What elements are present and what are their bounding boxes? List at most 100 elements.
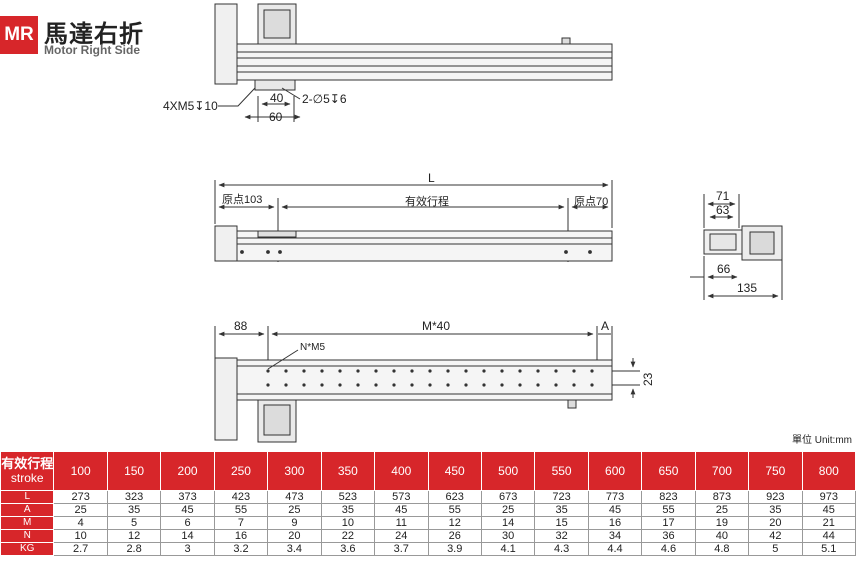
mounting-hole — [284, 383, 288, 387]
row-label: A — [0, 503, 55, 517]
holes-callout: N*M5 — [300, 342, 325, 353]
hole-row-upper — [266, 369, 594, 373]
table-cell: 45 — [374, 503, 429, 517]
table-cell: 823 — [641, 490, 696, 504]
table-cell: 973 — [801, 490, 856, 504]
mounting-hole — [428, 369, 432, 373]
table-cell: 923 — [748, 490, 803, 504]
origin-left-label: 原点103 — [222, 193, 262, 206]
table-cell: 42 — [748, 529, 803, 543]
table-cell: 35 — [534, 503, 589, 517]
rail-body — [236, 43, 613, 81]
dim-71: 71 — [716, 189, 730, 203]
stroke-column-header: 250 — [213, 451, 269, 491]
mounting-hole — [482, 383, 486, 387]
table-cell: 16 — [213, 529, 269, 543]
table-cell: 4.4 — [587, 542, 643, 556]
mounting-hole — [572, 383, 576, 387]
carriage — [257, 230, 297, 238]
table-cell: 32 — [534, 529, 589, 543]
table-cell: 423 — [213, 490, 269, 504]
table-cell: 44 — [801, 529, 856, 543]
mounting-hole — [590, 383, 594, 387]
table-cell: 15 — [534, 516, 589, 530]
table-cell: 55 — [213, 503, 269, 517]
table-cell: 14 — [160, 529, 215, 543]
table-cell: 26 — [427, 529, 482, 543]
dim-23: 23 — [641, 372, 655, 386]
mounting-hole — [356, 383, 360, 387]
page-title: 馬達右折 — [44, 21, 144, 48]
table-cell: 623 — [427, 490, 482, 504]
mounting-hole — [338, 369, 342, 373]
table-cell: 55 — [641, 503, 696, 517]
mounting-hole — [338, 383, 342, 387]
mounting-hole — [320, 369, 324, 373]
mounting-hole — [428, 383, 432, 387]
dim-40: 40 — [270, 91, 284, 105]
table-cell: 523 — [320, 490, 376, 504]
unit-note: 單位 Unit:mm — [792, 435, 852, 446]
table-cell: 14 — [480, 516, 536, 530]
table-cell: 3.7 — [374, 542, 429, 556]
mounting-hole — [446, 383, 450, 387]
mounting-hole — [518, 369, 522, 373]
mounting-hole — [554, 383, 558, 387]
mounting-hole — [464, 383, 468, 387]
origin-right-label: 原点70 — [574, 195, 608, 208]
table-cell: 34 — [587, 529, 643, 543]
table-cell: 323 — [106, 490, 162, 504]
rail-body — [236, 359, 613, 401]
mounting-hole — [302, 383, 306, 387]
dim-88: 88 — [234, 319, 248, 333]
row-label: KG — [0, 542, 55, 556]
table-cell: 25 — [53, 503, 108, 517]
page-subtitle: Motor Right Side — [44, 43, 140, 57]
dim-63: 63 — [716, 203, 730, 217]
mounting-hole — [302, 369, 306, 373]
table-cell: 24 — [374, 529, 429, 543]
stroke-column-header: 500 — [480, 451, 536, 491]
table-cell: 2.8 — [106, 542, 162, 556]
table-cell: 723 — [534, 490, 589, 504]
row-label: M — [0, 516, 55, 530]
table-cell: 17 — [641, 516, 696, 530]
stroke-column-header: 550 — [534, 451, 589, 491]
carriage — [254, 79, 296, 91]
motor-block — [214, 225, 238, 262]
mounting-hole — [446, 369, 450, 373]
mounting-hole — [374, 369, 378, 373]
table-cell: 473 — [267, 490, 322, 504]
table-cell: 19 — [694, 516, 750, 530]
table-cell: 3 — [160, 542, 215, 556]
table-cell: 4.3 — [534, 542, 589, 556]
mounting-hole — [392, 383, 396, 387]
dim-a: A — [601, 319, 609, 333]
table-cell: 573 — [374, 490, 429, 504]
table-cell: 10 — [53, 529, 108, 543]
mounting-hole — [482, 369, 486, 373]
table-cell: 30 — [480, 529, 536, 543]
stroke-header: 有效行程 stroke — [0, 451, 55, 491]
table-cell: 5 — [106, 516, 162, 530]
table-cell: 12 — [106, 529, 162, 543]
row-label: N — [0, 529, 55, 543]
rail-body — [236, 230, 613, 262]
end-view: 71 63 66 135 — [690, 189, 783, 300]
table-cell: 35 — [748, 503, 803, 517]
stroke-column-header: 450 — [427, 451, 482, 491]
table-cell: 4.1 — [480, 542, 536, 556]
stroke-label: 有效行程 — [405, 194, 449, 208]
table-cell: 5 — [748, 542, 803, 556]
mounting-hole — [410, 383, 414, 387]
table-cell: 25 — [480, 503, 536, 517]
mounting-hole — [410, 369, 414, 373]
bottom-view: 88 M*40 A 23 N*M5 — [214, 319, 655, 443]
stroke-column-header: 100 — [53, 451, 108, 491]
table-cell: 22 — [320, 529, 376, 543]
